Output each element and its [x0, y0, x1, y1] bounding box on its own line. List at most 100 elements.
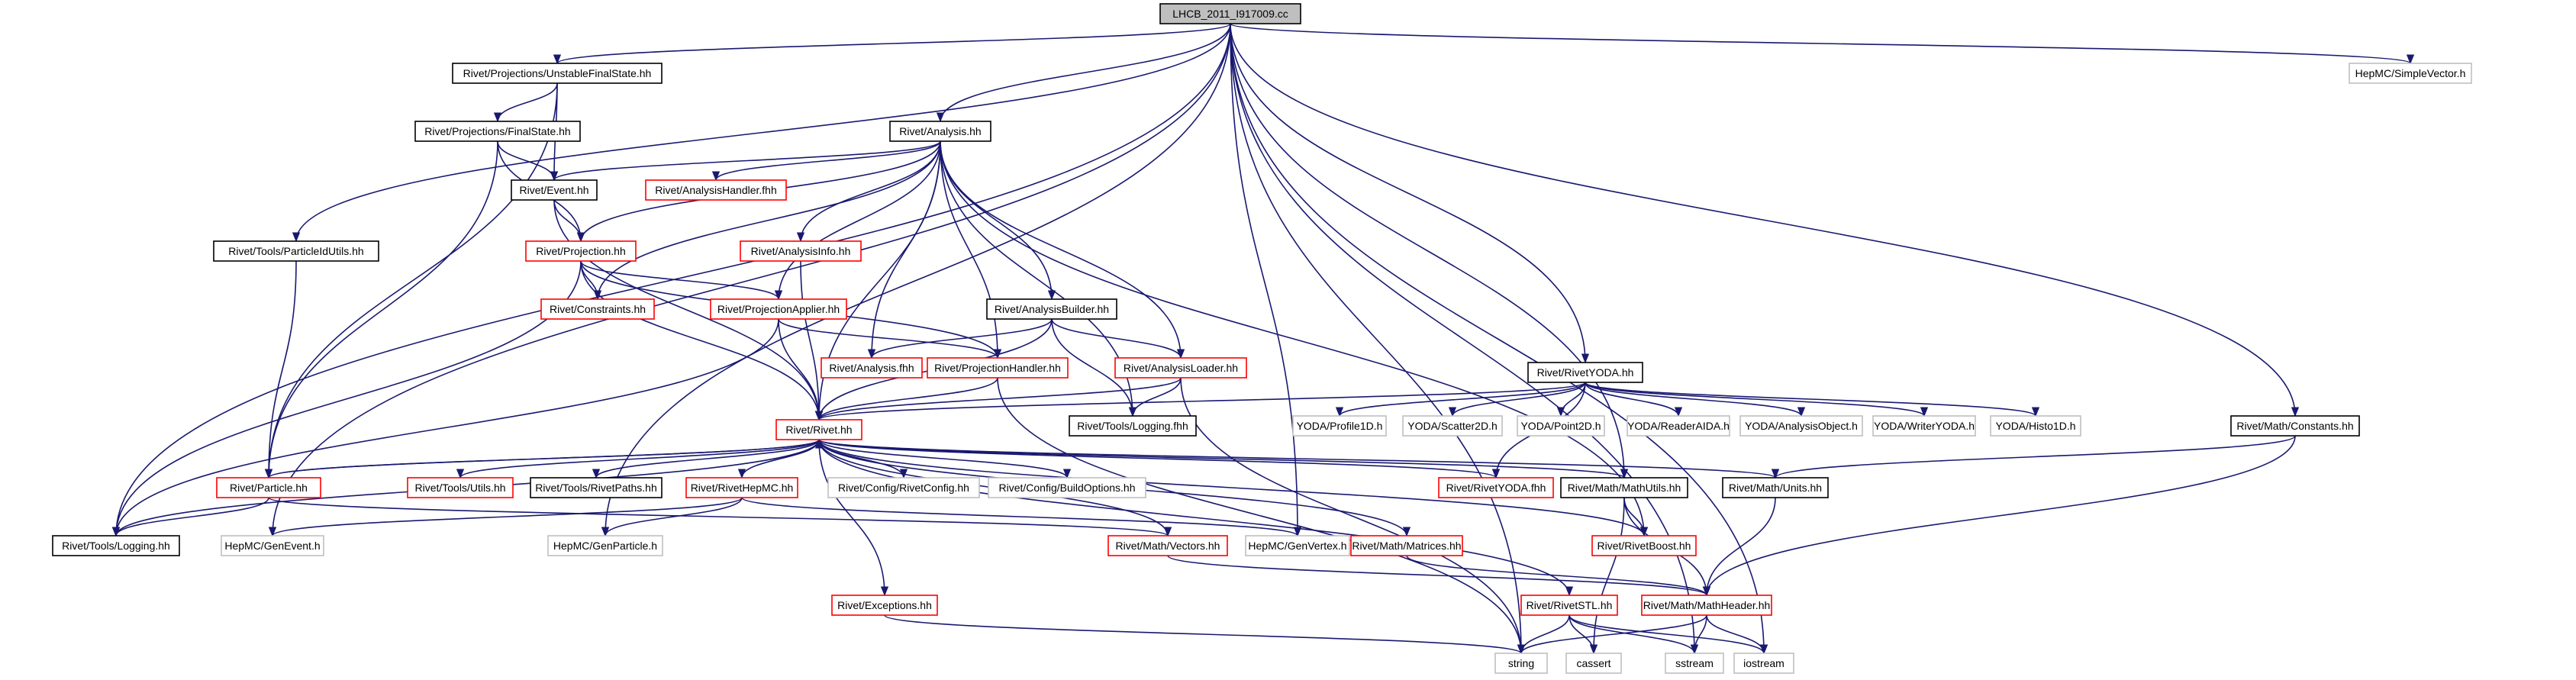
- node-mathconstants[interactable]: Rivet/Math/Constants.hh: [2230, 415, 2360, 437]
- node-box: [1520, 595, 1618, 616]
- node-box: [740, 240, 862, 262]
- node-ainfo[interactable]: Rivet/AnalysisInfo.hh: [740, 240, 862, 262]
- node-label: Rivet/Math/Units.hh: [1729, 482, 1822, 494]
- node-label: Rivet/Config/BuildOptions.hh: [999, 482, 1136, 494]
- node-event[interactable]: Rivet/Event.hh: [511, 179, 598, 201]
- node-label: LHCB_2011_I917009.cc: [1172, 8, 1288, 20]
- node-rivetyodafhh[interactable]: Rivet/RivetYODA.fhh: [1438, 477, 1554, 498]
- node-unstable[interactable]: Rivet/Projections/UnstableFinalState.hh: [452, 63, 663, 84]
- edge-root-to-mathconstants: [1230, 23, 2300, 417]
- node-rivetyoda[interactable]: Rivet/RivetYODA.hh: [1527, 362, 1643, 383]
- node-label: Rivet/AnalysisBuilder.hh: [995, 303, 1109, 315]
- node-matrices[interactable]: Rivet/Math/Matrices.hh: [1350, 535, 1463, 556]
- node-mathutils[interactable]: Rivet/Math/MathUtils.hh: [1560, 477, 1688, 498]
- node-box: [775, 419, 862, 440]
- node-box: [511, 179, 598, 201]
- node-phandler[interactable]: Rivet/ProjectionHandler.hh: [927, 357, 1069, 379]
- edge-particleidutils-to-particle: [264, 260, 297, 479]
- node-label: Rivet/Math/MathUtils.hh: [1568, 482, 1681, 494]
- edge-mathheader-to-string: [1517, 614, 1707, 655]
- node-label: Rivet/Math/MathHeader.hh: [1643, 599, 1771, 611]
- edge-rivetyoda-to-rivethh: [815, 382, 1586, 421]
- node-box: [1517, 415, 1605, 437]
- node-toolsutils[interactable]: Rivet/Tools/Utils.hh: [407, 477, 514, 498]
- edge-root-to-particleidutils: [292, 23, 1231, 243]
- node-mathunits[interactable]: Rivet/Math/Units.hh: [1722, 477, 1829, 498]
- node-box: [1560, 477, 1688, 498]
- node-logginghh[interactable]: Rivet/Tools/Logging.hh: [52, 535, 180, 556]
- node-box: [685, 477, 798, 498]
- edge-mathheader-to-sstream: [1690, 614, 1707, 655]
- edge-rivethh-to-mathunits: [818, 439, 1779, 479]
- edge-rivethh-to-mathutils: [818, 439, 1628, 479]
- edge-rivethh-to-buildoptions: [818, 439, 1071, 479]
- edge-rivethepmc-to-genvertex: [741, 497, 1301, 537]
- node-label: Rivet/RivetYODA.fhh: [1446, 482, 1546, 494]
- node-analysis[interactable]: Rivet/Analysis.hh: [889, 121, 991, 142]
- node-root[interactable]: LHCB_2011_I917009.cc: [1159, 3, 1301, 24]
- node-label: Rivet/Config/RivetConfig.hh: [838, 482, 969, 494]
- node-label: Rivet/Math/Matrices.hh: [1352, 540, 1461, 552]
- node-label: HepMC/GenVertex.h: [1248, 540, 1346, 552]
- node-label: Rivet/RivetYODA.hh: [1537, 366, 1634, 379]
- edge-rivetyoda-to-profile1d: [1336, 382, 1586, 417]
- node-rivetboost[interactable]: Rivet/RivetBoost.hh: [1591, 535, 1697, 556]
- node-loggingfhh[interactable]: Rivet/Tools/Logging.fhh: [1069, 415, 1197, 437]
- edge-particle-to-vectors: [268, 497, 1172, 537]
- node-rivetstl[interactable]: Rivet/RivetSTL.hh: [1520, 595, 1618, 616]
- edge-analysis-to-rivetboost: [940, 140, 1649, 537]
- node-box: [1665, 653, 1724, 674]
- edge-phandler-to-rivethh: [814, 377, 998, 421]
- edge-rivetyoda-to-histo1d: [1585, 382, 2039, 417]
- node-mathheader[interactable]: Rivet/Math/MathHeader.hh: [1641, 595, 1772, 616]
- node-afhh[interactable]: Rivet/Analysis.fhh: [821, 357, 923, 379]
- node-box: [1159, 3, 1301, 24]
- node-particle[interactable]: Rivet/Particle.hh: [216, 477, 321, 498]
- node-box: [1641, 595, 1772, 616]
- node-rivethepmc[interactable]: Rivet/RivetHepMC.hh: [685, 477, 798, 498]
- edge-root-to-mathutils: [1230, 23, 1629, 479]
- node-particleidutils[interactable]: Rivet/Tools/ParticleIdUtils.hh: [213, 240, 379, 262]
- edge-abuilder-to-afhh: [867, 318, 1053, 359]
- edge-root-to-string: [1230, 23, 1526, 655]
- node-aloader[interactable]: Rivet/AnalysisLoader.hh: [1114, 357, 1247, 379]
- node-label: cassert: [1576, 657, 1610, 669]
- node-label: Rivet/Tools/Utils.hh: [414, 482, 505, 494]
- node-point2d: YODA/Point2D.h: [1517, 415, 1605, 437]
- node-box: [831, 595, 938, 616]
- node-exceptions[interactable]: Rivet/Exceptions.hh: [831, 595, 938, 616]
- node-label: Rivet/Rivet.hh: [785, 424, 852, 436]
- edge-papplier-to-phandler: [778, 318, 1001, 359]
- node-vectors[interactable]: Rivet/Math/Vectors.hh: [1107, 535, 1228, 556]
- edge-particle-to-rivethh: [268, 438, 823, 479]
- node-papplier[interactable]: Rivet/ProjectionApplier.hh: [710, 298, 847, 320]
- node-box: [645, 179, 787, 201]
- node-box: [216, 477, 321, 498]
- node-abuilder[interactable]: Rivet/AnalysisBuilder.hh: [986, 298, 1117, 320]
- node-scatter2d: YODA/Scatter2D.h: [1402, 415, 1503, 437]
- node-label: Rivet/Projections/FinalState.hh: [424, 125, 570, 137]
- node-box: [1245, 535, 1350, 556]
- node-label: YODA/Histo1D.h: [1995, 420, 2075, 432]
- node-box: [2230, 415, 2360, 437]
- edge-root-to-sstream: [1230, 23, 1699, 655]
- node-iostream: iostream: [1733, 653, 1794, 674]
- node-rivethh[interactable]: Rivet/Rivet.hh: [775, 419, 862, 440]
- node-label: YODA/Profile1D.h: [1297, 420, 1383, 432]
- node-genparticle: HepMC/GenParticle.h: [547, 535, 663, 556]
- node-projection[interactable]: Rivet/Projection.hh: [525, 240, 637, 262]
- node-box: [1872, 415, 1976, 437]
- node-box: [1438, 477, 1554, 498]
- node-finalstate[interactable]: Rivet/Projections/FinalState.hh: [414, 121, 581, 142]
- node-constraints[interactable]: Rivet/Constraints.hh: [540, 298, 655, 320]
- node-box: [221, 535, 324, 556]
- edge-phandler-to-string: [997, 377, 1526, 655]
- node-label: Rivet/RivetBoost.hh: [1598, 540, 1691, 552]
- edge-rivetyoda-to-analysisobject: [1585, 382, 1805, 417]
- edge-projection-to-rivethh: [580, 260, 824, 421]
- node-rivetpaths[interactable]: Rivet/Tools/RivetPaths.hh: [530, 477, 663, 498]
- edge-mathunits-to-mathheader: [1702, 497, 1776, 597]
- node-ahandler[interactable]: Rivet/AnalysisHandler.fhh: [645, 179, 787, 201]
- edge-ainfo-to-rivethh: [800, 260, 824, 421]
- edge-mathconstants-to-mathunits: [1772, 435, 2296, 479]
